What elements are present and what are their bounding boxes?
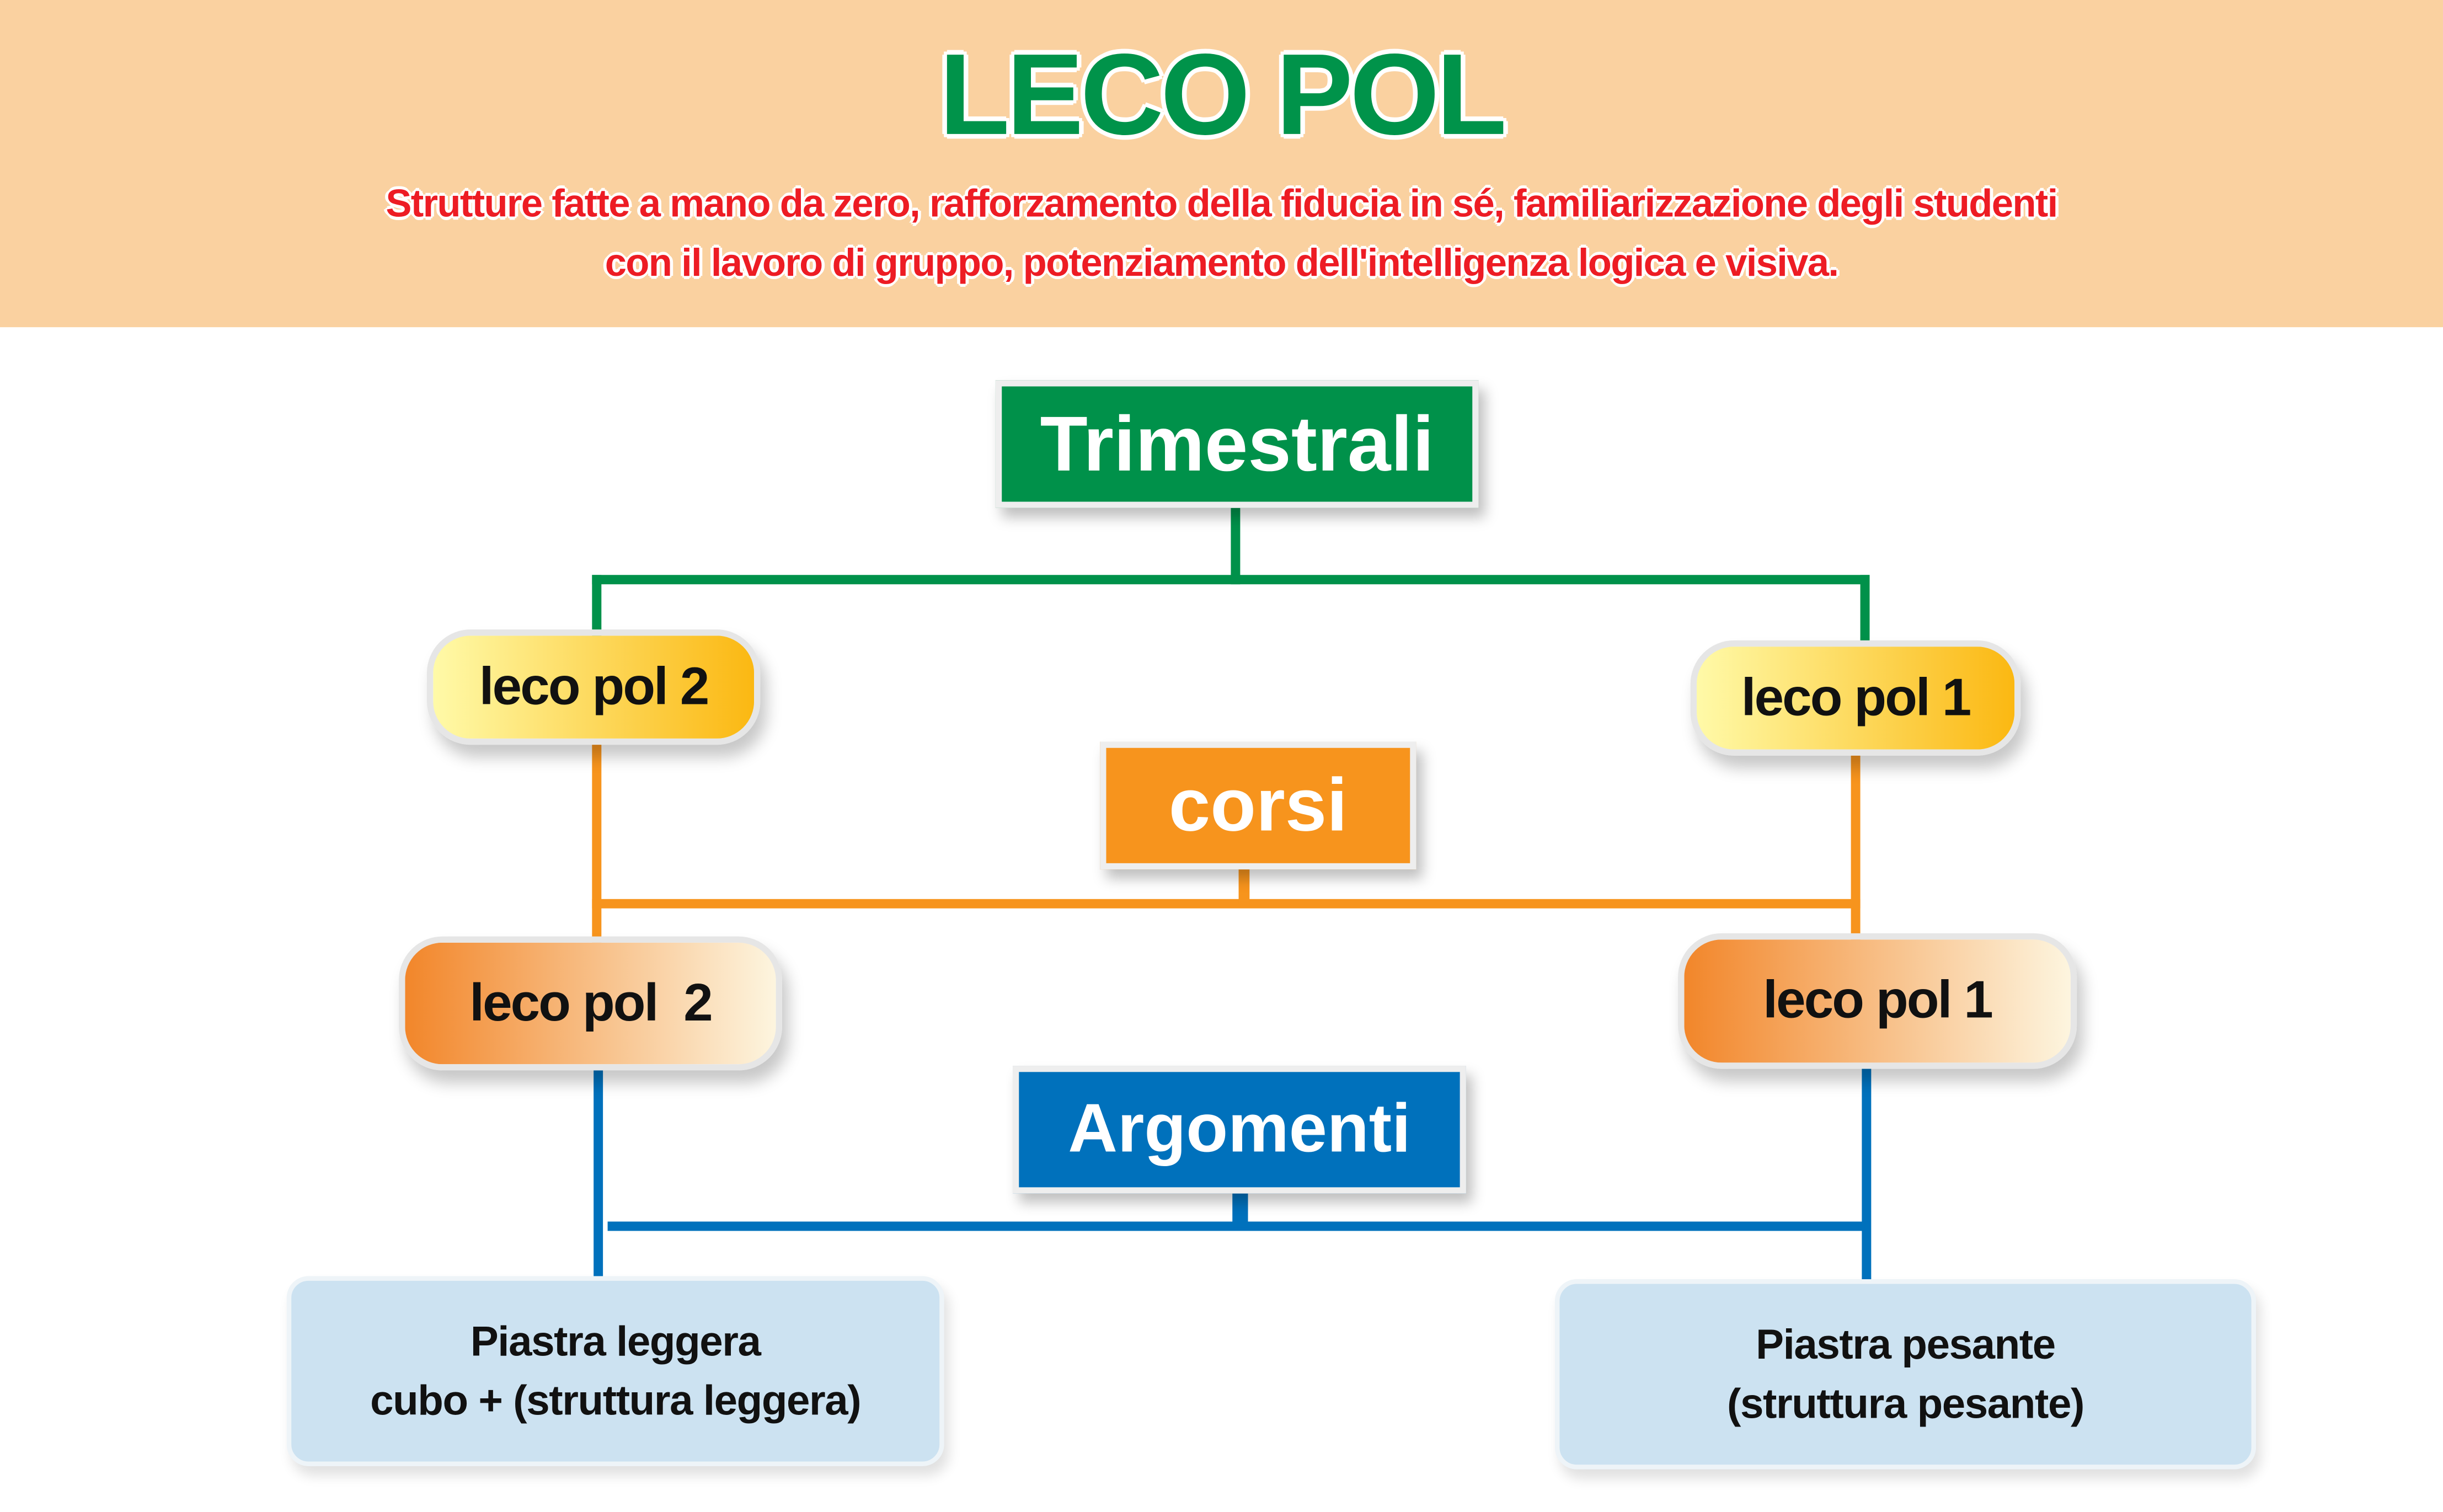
connector-line [1860, 575, 1870, 645]
node-leco-pol-1-trimestrali: leco pol 1 [1690, 640, 2021, 756]
connector-line [592, 575, 1870, 585]
node-leco-pol-1-corsi: leco pol 1 [1678, 933, 2077, 1069]
node-piastra-pesante: Piastra pesante (struttura pesante) [1554, 1279, 2257, 1470]
leaf-line: Piastra leggera [470, 1318, 761, 1365]
node-leco-pol-2-corsi: leco pol 2 [399, 936, 782, 1071]
leaf-line: (struttura pesante) [1727, 1380, 2084, 1428]
subtitle-line-1: Strutture fatte a mano da zero, rafforza… [386, 182, 2058, 226]
node-trimestrali: Trimestrali [995, 380, 1479, 508]
node-piastra-leggera: Piastra leggera cubo + (struttura legger… [286, 1276, 944, 1466]
connector-line [594, 1066, 603, 1278]
page-title: LECO POL [939, 29, 1507, 159]
connector-line [592, 740, 602, 943]
connector-line [592, 575, 602, 638]
node-leco-pol-2-trimestrali: leco pol 2 [426, 629, 761, 745]
connector-line [1231, 498, 1241, 585]
connector-line [1851, 751, 1861, 942]
node-corsi: corsi [1100, 741, 1416, 870]
subtitle-line-2: con il lavoro di gruppo, potenziamento d… [605, 241, 1839, 285]
connector-line [1238, 860, 1250, 904]
connector-line [592, 899, 1861, 909]
header-banner [0, 0, 2443, 328]
leaf-line: cubo + (struttura leggera) [370, 1377, 862, 1424]
node-argomenti: Argomenti [1012, 1066, 1466, 1194]
leaf-line: Piastra pesante [1756, 1321, 2056, 1368]
connector-line [1862, 1064, 1872, 1283]
